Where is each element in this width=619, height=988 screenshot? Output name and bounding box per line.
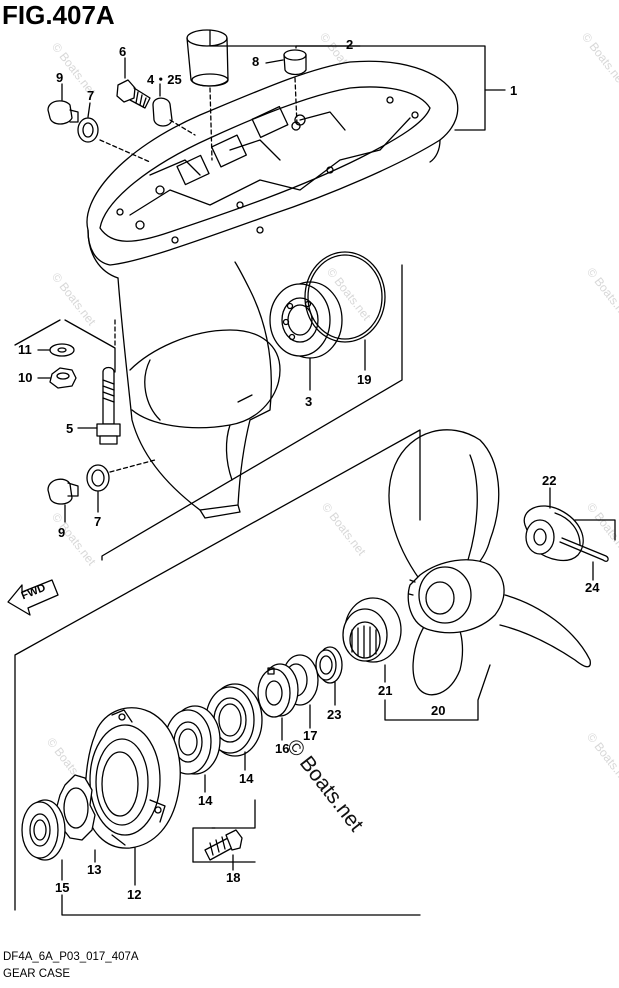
bearing-part-15 — [21, 799, 66, 861]
callout-15: 15 — [55, 880, 70, 895]
washer-part-7-lower — [86, 459, 156, 492]
callout-23: 23 — [327, 707, 342, 722]
bearing-part-3 — [269, 281, 343, 359]
bolt-part-18 — [204, 829, 243, 861]
spacer-part-23 — [315, 646, 343, 684]
callout-18: 18 — [226, 870, 241, 885]
callout-22: 22 — [542, 473, 557, 488]
callout-7-upper: 7 — [87, 88, 95, 103]
fwd-arrow — [7, 579, 59, 616]
bearing-housing-part-12 — [84, 707, 181, 849]
callout-10: 10 — [18, 370, 33, 385]
figure-code: DF4A_6A_P03_017_407A — [3, 951, 139, 963]
callout-3: 3 — [305, 394, 313, 409]
callout-20: 20 — [431, 703, 446, 718]
callout-4-25: 4・25 — [147, 72, 182, 87]
gear-case-housing — [86, 60, 459, 519]
callout-13: 13 — [87, 862, 102, 877]
drain-plug-part-9-upper — [47, 100, 79, 125]
callout-14-left: 14 — [198, 793, 213, 808]
propeller-nut-part-22 — [523, 505, 584, 562]
callout-12: 12 — [127, 887, 142, 902]
callout-21: 21 — [378, 683, 393, 698]
thrust-washer-part-21 — [342, 597, 402, 663]
callout-17: 17 — [303, 728, 318, 743]
figure-name: GEAR CASE — [3, 968, 71, 980]
callout-9-lower: 9 — [58, 525, 66, 540]
bushing-part-8 — [283, 49, 307, 126]
plug-part-4 — [152, 97, 196, 136]
callout-16: 16 — [275, 741, 290, 756]
callout-19: 19 — [357, 372, 372, 387]
callout-9-upper: 9 — [56, 70, 64, 85]
callout-5: 5 — [66, 421, 74, 436]
nut-part-10 — [49, 367, 77, 389]
callout-11: 11 — [18, 342, 32, 357]
sleeve-part-2 — [186, 29, 229, 161]
callout-8: 8 — [252, 54, 260, 69]
washer-part-11 — [49, 343, 75, 357]
drain-plug-part-9-lower — [47, 478, 79, 505]
washer-part-7-upper — [77, 117, 151, 163]
callout-7-lower: 7 — [94, 514, 102, 529]
washer-part-16 — [257, 663, 299, 718]
bolt-part-6 — [116, 79, 151, 109]
bolt-part-5 — [96, 366, 121, 445]
figure-title: FIG.407A — [2, 0, 115, 30]
o-ring-part-19 — [304, 251, 386, 343]
callout-1: 1 — [510, 83, 518, 98]
callout-24: 24 — [585, 580, 600, 595]
propeller-part-20 — [388, 429, 591, 696]
callout-2: 2 — [346, 37, 354, 52]
callout-6: 6 — [119, 44, 127, 59]
cotter-pin-part-24 — [559, 537, 609, 562]
callout-14-right: 14 — [239, 771, 254, 786]
